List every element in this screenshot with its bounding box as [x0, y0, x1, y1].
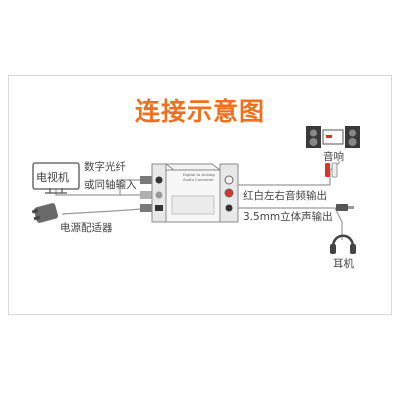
adapter-cable — [61, 207, 153, 215]
jack-cable — [238, 207, 343, 240]
jack-output-label: 3.5mm立体声输出 — [243, 211, 333, 223]
rca-output-label: 红白左右音频输出 — [243, 190, 327, 202]
speaker-icon — [306, 126, 360, 148]
coaxial-label: 或同轴输入 — [84, 179, 137, 191]
diagram-title: 连接示意图 — [134, 97, 265, 126]
headphone-label: 耳机 — [333, 258, 354, 270]
rca-plug-icon — [325, 162, 338, 178]
input-plugs — [140, 176, 152, 212]
optical-label: 数字光纤 — [84, 161, 126, 173]
device-name-line1: Digital to Analog — [183, 172, 215, 177]
adapter-label: 电源配适器 — [60, 222, 113, 234]
converter-box — [151, 163, 239, 223]
speaker-label: 音响 — [323, 151, 344, 163]
diagram-frame — [8, 75, 392, 315]
power-adapter-icon — [31, 203, 59, 223]
rca-cable — [238, 161, 341, 186]
device-name-line2: Audio Converter — [183, 177, 214, 182]
tv-icon — [32, 162, 80, 194]
tv-label: 电视机 — [36, 171, 69, 184]
jack-plug-icon — [336, 204, 354, 211]
headphone-icon — [330, 234, 356, 254]
